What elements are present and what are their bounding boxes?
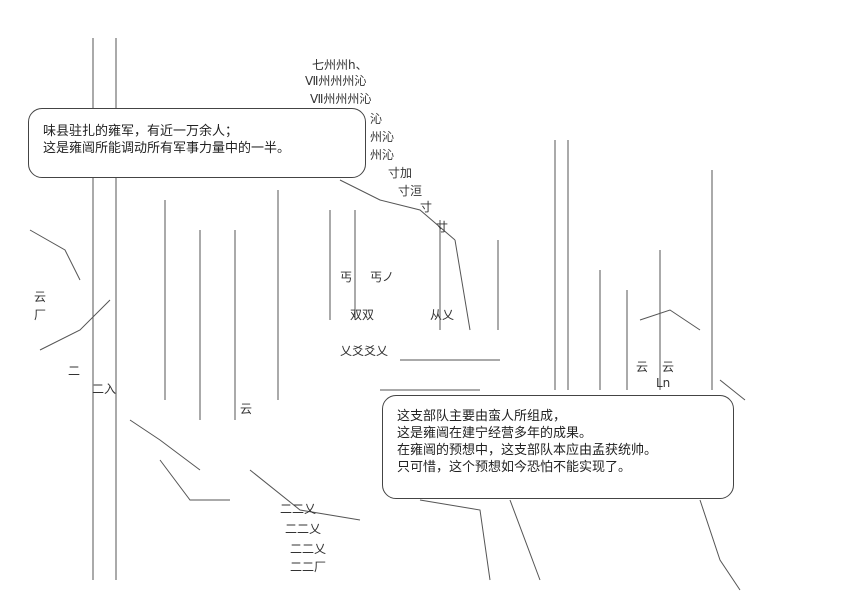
bubble-text-line: 这是雍闿所能调动所有军事力量中的一半。 [43,141,291,156]
speech-bubble-bottom: 这支部队主要由蛮人所组成， 这是雍闿在建宁经营多年的成果。 在雍闿的预想中，这支… [382,395,734,499]
tower-label: 州沁 [370,130,395,144]
sun-label: 寸 [420,200,433,214]
bubble-text-line: 这是雍闿在建宁经营多年的成果。 [397,426,593,441]
bottom-label: 二二乂 [280,502,317,516]
tower-label: 沁 [370,112,383,126]
bottom-label: 二二乂 [290,542,327,556]
speech-bubble-top: 味县驻扎的雍军，有近一万余人； 这是雍闿所能调动所有军事力量中的一半。 [28,108,366,178]
bottom-label: 二二厂 [290,560,327,574]
left-sign: 二 [68,364,81,378]
mid-label: 丐 [340,270,353,284]
sun-label: 寸洹 [398,184,423,198]
bubble-text-line: 只可惜，这个预想如今恐怕不能实现了。 [397,460,632,475]
right-sign: 云 [662,360,675,374]
mid-label: 丐ノ [370,270,395,284]
tower-label: Ⅶ州州州沁 [305,74,367,88]
tower-label: Ⅶ州州州沁 [310,92,372,106]
bubble-text-line: 在雍闿的预想中，这支部队本应由孟获统帅。 [397,443,658,458]
sun-label: 寸加 [388,166,413,180]
left-mark: 厂 [34,308,47,322]
bubble-text-line: 味县驻扎的雍军，有近一万余人； [43,124,239,139]
tower-label: 州沁 [370,148,395,162]
left-sign: 云 [240,402,253,416]
right-sign: Ln [656,376,671,390]
mid-label: 从乂 [430,308,455,322]
mid-label: 双双 [350,308,375,322]
mid-label: 乂爻爻乂 [340,344,389,358]
left-mark: 云 [34,290,47,304]
left-sign: 二入 [92,382,117,396]
bubble-text-line: 这支部队主要由蛮人所组成， [397,409,567,424]
right-sign: 云 [636,360,649,374]
tower-label: 七州州h、 [312,58,368,72]
bottom-label: 二二乂 [285,522,322,536]
sun-label: 寸 [436,220,449,234]
